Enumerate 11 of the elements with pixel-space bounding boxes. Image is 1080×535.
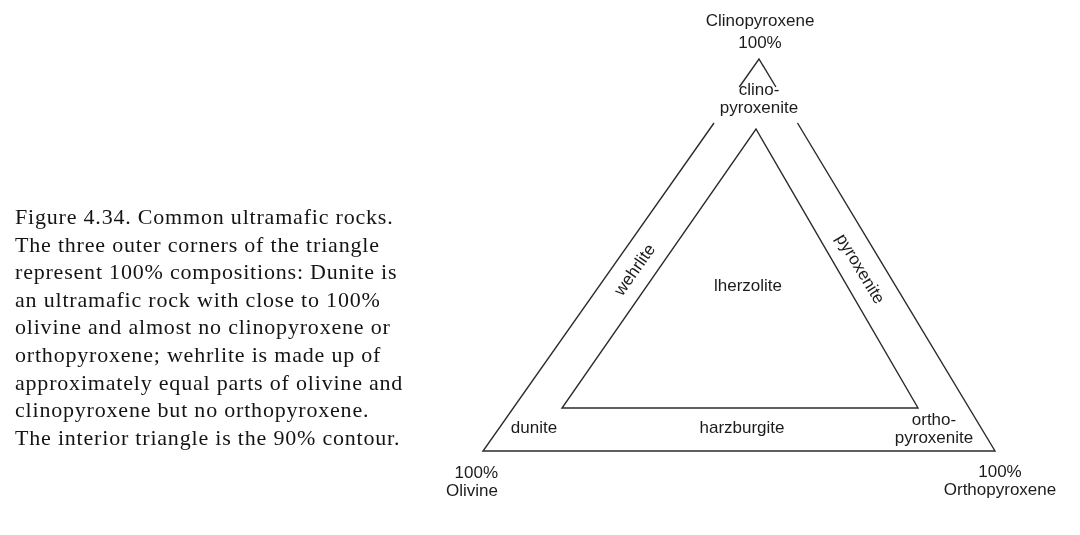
region-label: ortho- pyroxenite (893, 411, 975, 447)
region-label: clino- pyroxenite (718, 81, 800, 117)
vertex-label: 100% Olivine (445, 464, 498, 500)
region-label: dunite (510, 419, 558, 437)
region-label: harzburgite (699, 419, 785, 437)
figure-caption: Figure 4.34. Common ultramafic rocks. The three outer corners of the triangle represent 100% compositions: Dunite is an ultramafic rock with close to 100% olivine and almost no clinopyroxene or orthopyroxene; wehrlite is made up of approximately equal parts of olivine and clinopyroxene but no orthopyroxene. The interior triangle is the 90% contour. (15, 203, 405, 452)
ternary-triangle (483, 59, 995, 451)
vertex-label: Clinopyroxene 100% (704, 10, 816, 54)
region-label: lherzolite (714, 277, 782, 295)
vertex-label: 100% Orthopyroxene (942, 463, 1058, 499)
inner-contour-triangle (562, 129, 918, 408)
